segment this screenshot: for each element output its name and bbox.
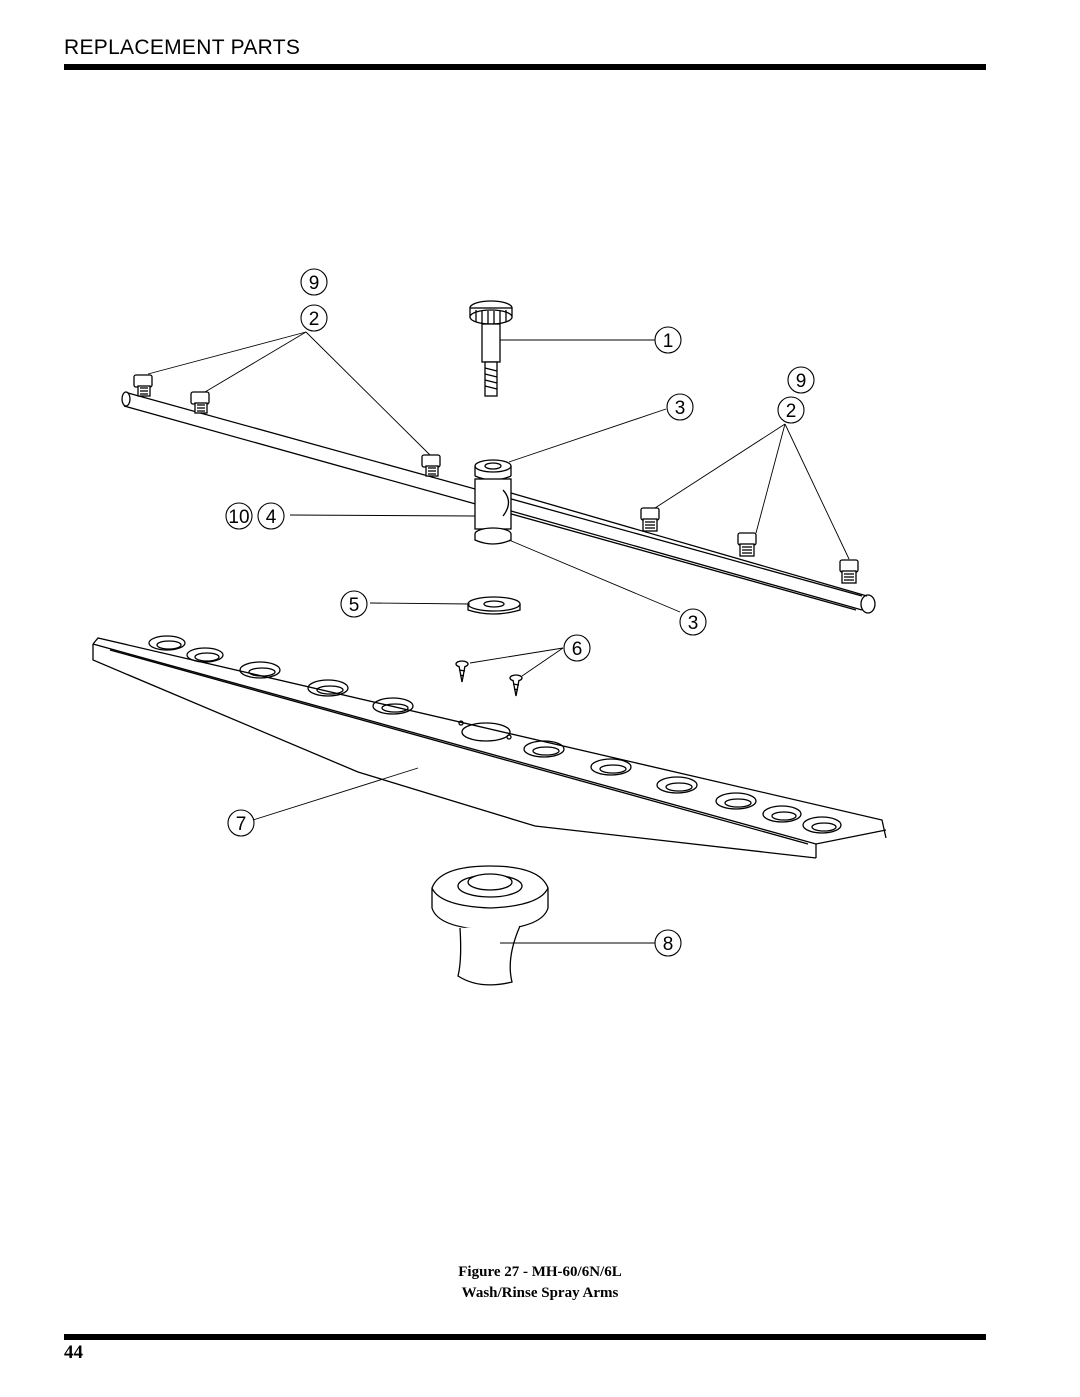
- hub-tee-icon: [474, 459, 868, 611]
- spray-hole-icon: [239, 661, 281, 679]
- callout-5: 5: [349, 595, 360, 616]
- callout-7: 7: [236, 814, 247, 835]
- screw-icon: [455, 660, 469, 683]
- nozzle-icon: [640, 507, 660, 532]
- spray-hole-icon: [656, 776, 698, 794]
- caption-line-2: Wash/Rinse Spray Arms: [461, 1285, 619, 1301]
- leader-lines: [147, 331, 850, 944]
- callout-3-lower: 3: [688, 613, 699, 634]
- callout-9-upper-left: 9: [309, 273, 320, 294]
- spray-hole-icon: [715, 792, 757, 810]
- nozzle-icon: [737, 532, 757, 557]
- callout-2-right: 2: [786, 401, 797, 422]
- callout-6: 6: [572, 639, 583, 660]
- nozzle-icon: [190, 391, 210, 414]
- callout-4: 4: [266, 507, 277, 528]
- callout-10: 10: [228, 507, 249, 528]
- page-header: REPLACEMENT PARTS: [64, 36, 301, 59]
- nozzle-icon: [421, 454, 441, 477]
- thumb-screw-icon: [469, 300, 513, 397]
- callout-1: 1: [663, 331, 674, 352]
- spray-hole-icon: [307, 679, 349, 697]
- gasket-icon: [467, 596, 521, 615]
- page-number: 44: [64, 1342, 83, 1363]
- header-rule: [64, 64, 986, 70]
- center-hole-icon: [461, 722, 511, 742]
- screw-icon: [509, 674, 523, 697]
- spray-hole-icon: [523, 740, 565, 758]
- nozzle-icon: [839, 559, 859, 584]
- callout-8: 8: [663, 934, 674, 955]
- figure-caption: Figure 27 - MH-60/6N/6L Wash/Rinse Spray…: [0, 1262, 1080, 1304]
- spray-hole-icon: [762, 805, 802, 823]
- callout-2-upper-left: 2: [309, 309, 320, 330]
- spray-hole-icon: [148, 635, 186, 651]
- callout-3-upper: 3: [675, 398, 686, 419]
- spray-hole-icon: [372, 697, 414, 715]
- callout-circles: [225, 268, 815, 957]
- footer-rule: [64, 1334, 986, 1340]
- spray-hole-icon: [802, 816, 842, 834]
- nozzle-icon: [133, 374, 153, 397]
- spray-hole-icon: [590, 758, 632, 776]
- spray-hole-icon: [186, 647, 224, 663]
- lower-spray-arm-icon: [92, 637, 887, 859]
- callout-9-right: 9: [796, 371, 807, 392]
- hub-base-icon: [431, 865, 549, 986]
- caption-line-1: Figure 27 - MH-60/6N/6L: [458, 1264, 622, 1280]
